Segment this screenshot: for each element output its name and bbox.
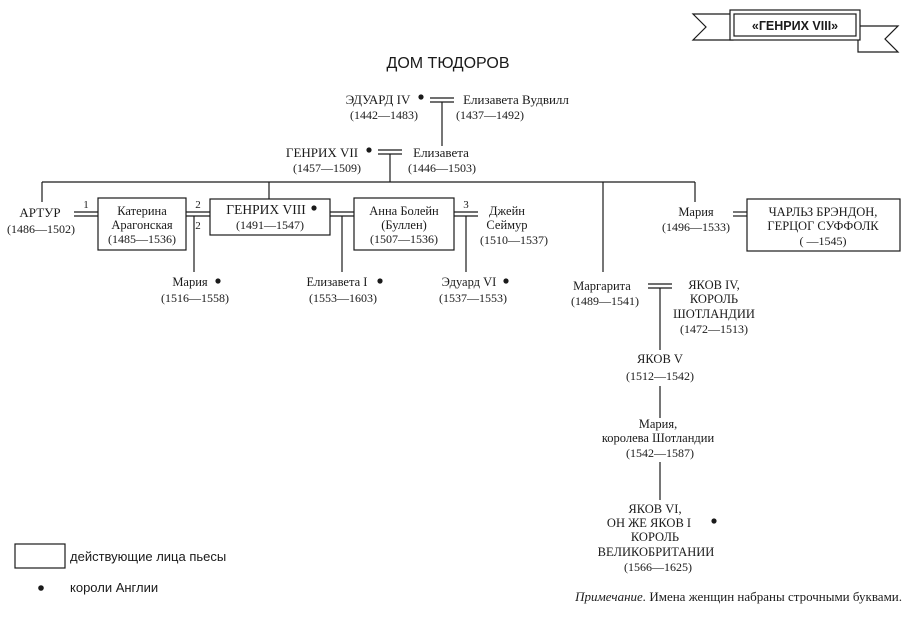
king-dot-icon <box>366 147 372 153</box>
mary-sister-name: Мария <box>678 205 714 219</box>
banner-text: «ГЕНРИХ VIII» <box>752 19 838 33</box>
arthur-dates: (1486—1502) <box>7 222 75 236</box>
james4-name-line: КОРОЛЬ <box>690 292 738 306</box>
brandon-name-line: ГЕРЦОГ СУФФОЛК <box>767 219 879 233</box>
king-dot-icon <box>215 278 221 284</box>
catherine-name-line: Катерина <box>117 204 167 218</box>
note-label: Примечание. <box>574 589 646 604</box>
henry7-dates: (1457—1509) <box>293 161 361 175</box>
mary-tudor-name: Мария <box>172 275 208 289</box>
james5-name: ЯКОВ V <box>637 352 683 366</box>
elizabeth-woodville-name: Елизавета Вудвилл <box>463 92 569 107</box>
page-title: ДОМ ТЮДОРОВ <box>386 55 509 72</box>
james4-dates: (1472—1513) <box>680 322 748 336</box>
margaret-dates: (1489—1541) <box>571 294 639 308</box>
mary-sister-dates: (1496—1533) <box>662 220 730 234</box>
james6-name-line: ЯКОВ VI, <box>628 502 681 516</box>
legend-kings-label: короли Англии <box>70 580 158 595</box>
jane-seymour-dates: (1510—1537) <box>480 233 548 247</box>
legend-king-dot-icon <box>38 585 44 591</box>
brandon-name-line: ЧАРЛЬЗ БРЭНДОН, <box>769 205 878 219</box>
edward6-name: Эдуард VI <box>442 275 497 289</box>
king-dot-icon <box>377 278 383 284</box>
banner-ribbon-left <box>691 13 734 41</box>
legend-characters-label: действующие лица пьесы <box>70 549 226 564</box>
anne-boleyn-dates: (1507—1536) <box>370 232 438 246</box>
elizabeth1-name: Елизавета I <box>307 275 368 289</box>
henry8-name: ГЕНРИХ VIII <box>226 202 306 217</box>
mary-tudor-dates: (1516—1558) <box>161 291 229 305</box>
james4-name-line: ШОТЛАНДИИ <box>673 307 755 321</box>
note-text: Имена женщин набраны строчными буквами. <box>646 589 902 604</box>
anne-boleyn-name-line: Анна Болейн <box>369 204 439 218</box>
jane-seymour-name-line: Сеймур <box>486 218 527 232</box>
margaret-name: Маргарита <box>573 279 631 293</box>
banner-inner-frame <box>733 13 857 37</box>
banner-ribbon-right <box>857 25 900 53</box>
catherine-frame <box>97 197 187 251</box>
elizabeth-woodville-dates: (1437—1492) <box>456 108 524 122</box>
catherine-dates: (1485—1536) <box>108 232 176 246</box>
elizabeth-york-name: Елизавета <box>413 145 469 160</box>
elizabeth-york-dates: (1446—1503) <box>408 161 476 175</box>
james6-name-line: ОН ЖЕ ЯКОВ I <box>607 516 691 530</box>
banner-frame <box>729 9 861 41</box>
legend-character-box <box>14 543 66 569</box>
brandon-frame <box>746 198 901 252</box>
anne-boleyn-frame <box>353 197 455 251</box>
henry8-frame <box>209 198 331 236</box>
jane-seymour-name-line: Джейн <box>489 204 525 218</box>
james6-name-line: ВЕЛИКОБРИТАНИИ <box>598 545 715 559</box>
king-dot-icon <box>711 518 717 524</box>
marriage-number: 3 <box>463 199 469 211</box>
anne-boleyn-name-line: (Буллен) <box>381 218 427 232</box>
edward6-dates: (1537—1553) <box>439 291 507 305</box>
elizabeth1-dates: (1553—1603) <box>309 291 377 305</box>
king-dot-icon <box>503 278 509 284</box>
mary-scots-name-line: королева Шотландии <box>602 431 715 445</box>
king-dot-icon <box>311 205 317 211</box>
james4-name-line: ЯКОВ IV, <box>688 278 740 292</box>
mary-scots-name-line: Мария, <box>639 417 677 431</box>
james6-dates: (1566—1625) <box>624 560 692 574</box>
marriage-number: 2 <box>195 199 201 211</box>
james5-dates: (1512—1542) <box>626 369 694 383</box>
king-dot-icon <box>418 94 424 100</box>
james6-name-line: КОРОЛЬ <box>631 530 679 544</box>
brandon-dates: ( —1545) <box>800 234 847 248</box>
henry8-dates: (1491—1547) <box>236 218 304 232</box>
catherine-name-line: Арагонская <box>111 218 173 232</box>
marriage-number: 1 <box>83 199 89 211</box>
note: Примечание. Имена женщин набраны строчны… <box>574 589 902 604</box>
marriage-number: 2 <box>195 220 201 232</box>
mary-scots-dates: (1542—1587) <box>626 446 694 460</box>
henry7-name: ГЕНРИХ VII <box>286 145 358 160</box>
edward4-dates: (1442—1483) <box>350 108 418 122</box>
arthur-name: АРТУР <box>19 205 60 220</box>
edward4-name: ЭДУАРД IV <box>346 92 411 107</box>
